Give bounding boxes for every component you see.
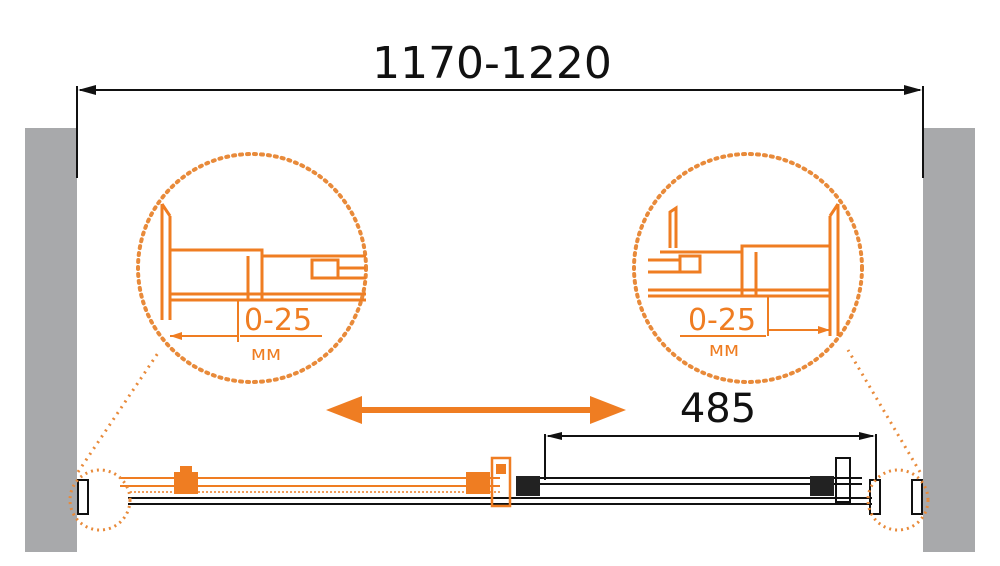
right-wall-profile [828, 203, 840, 336]
overall-width-dimension: 1170-1220 [76, 38, 924, 178]
left-wall-profile [160, 203, 172, 320]
overall-width-label: 1170-1220 [372, 38, 612, 89]
double-arrow-icon [326, 396, 626, 424]
black-roller-left [516, 476, 540, 496]
left-frame-profile [170, 248, 366, 302]
left-unit-label: мм [251, 341, 281, 365]
left-roller [174, 472, 198, 494]
middle-roller [466, 472, 490, 494]
door-width-label: 485 [680, 386, 756, 432]
right-range-label: 0-25 [688, 303, 756, 338]
right-wall [923, 128, 975, 552]
right-unit-label: мм [709, 337, 739, 361]
black-roller-right [810, 476, 834, 496]
door-width-dimension: 485 [544, 386, 877, 480]
left-range-label: 0-25 [244, 303, 312, 338]
left-wall [25, 128, 77, 552]
right-frame-profile [648, 205, 830, 298]
door-plan-view [68, 349, 930, 532]
right-detail-circle: 0-25 мм [632, 152, 864, 384]
left-detail-circle: 0-25 мм [136, 152, 368, 384]
